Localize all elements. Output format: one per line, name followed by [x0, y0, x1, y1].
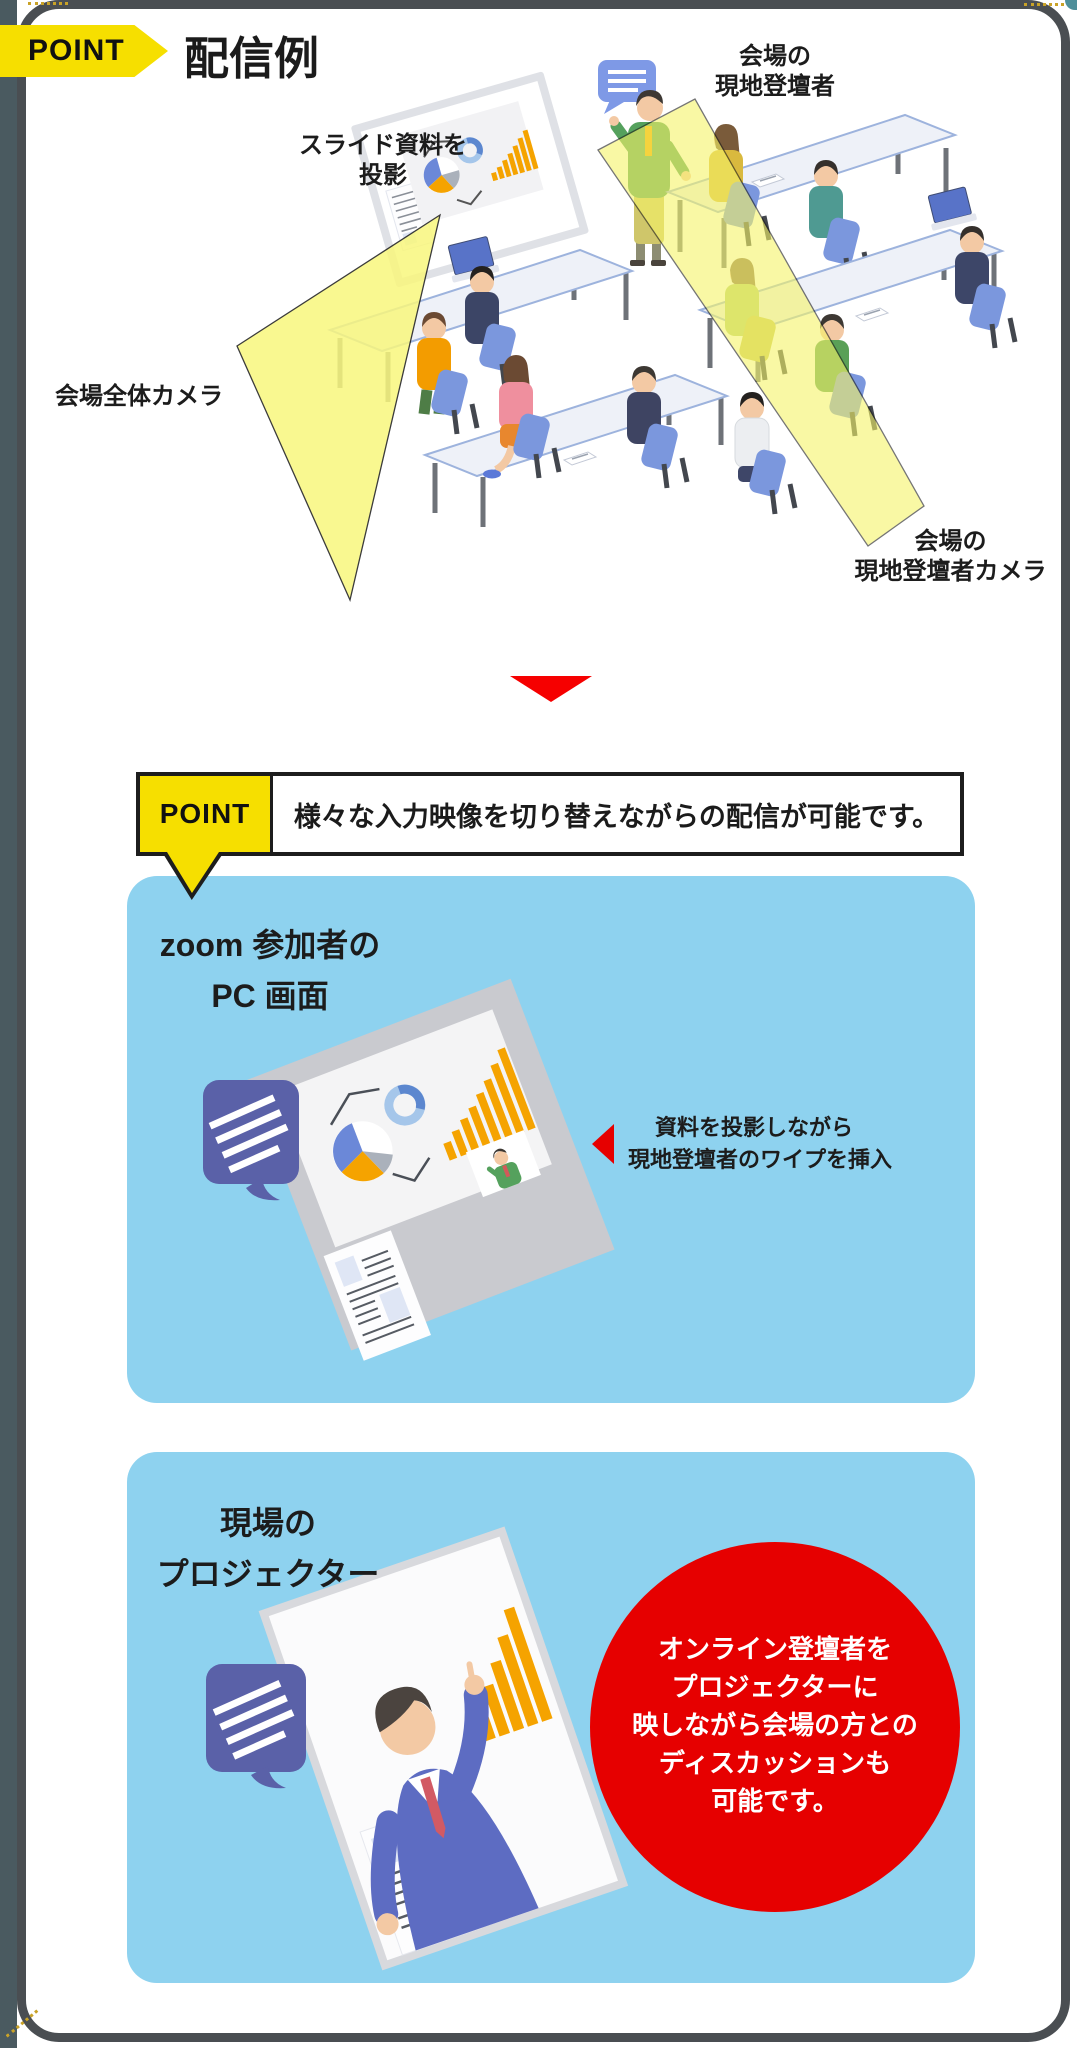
point-ribbon: POINT [0, 25, 168, 77]
corner-dots [28, 2, 68, 5]
point-note-text: 様々な入力映像を切り替えながらの配信が可能です。 [293, 801, 940, 832]
corner-decoration [1065, 0, 1077, 10]
page-title: 配信例 [184, 33, 320, 84]
projector-highlight-text: オンライン登壇者を プロジェクターに 映しながら会場の方との ディスカッションも… [632, 1634, 918, 1816]
label-slide-projection: スライド資料を 投影 [299, 132, 467, 189]
point-note-box: POINT 様々な入力映像を切り替えながらの配信が可能です。 [136, 772, 964, 856]
page-left-strip [0, 0, 17, 2048]
point-ribbon-label: POINT [28, 34, 125, 67]
label-wide-camera: 会場全体カメラ [55, 383, 223, 410]
label-presenter-camera: 会場の 現地登壇者カメラ [854, 528, 1047, 585]
label-venue-presenter: 会場の 現地登壇者 [715, 43, 835, 100]
corner-dots [1024, 3, 1064, 6]
projector-panel-title: 現場の プロジェクター [156, 1505, 380, 1593]
point-note-badge: POINT [140, 776, 273, 852]
zoom-panel-note: 資料を投影しながら 現地登壇者のワイプを挿入 [628, 1115, 893, 1172]
zoom-panel-title: zoom 参加者の PC 画面 [159, 927, 381, 1015]
